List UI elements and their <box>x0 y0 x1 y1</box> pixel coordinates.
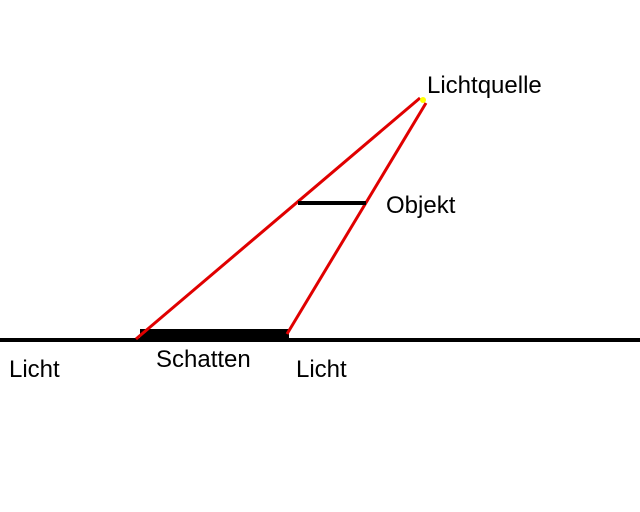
shadow-band <box>140 329 289 340</box>
light-ray-left <box>135 96 421 341</box>
light-ray-right <box>285 102 428 335</box>
light-source-label: Lichtquelle <box>427 72 542 99</box>
object-label: Objekt <box>386 192 456 219</box>
light-left-label: Licht <box>9 356 60 383</box>
light-source-point <box>420 97 426 103</box>
light-right-label: Licht <box>296 356 347 383</box>
shadow-label: Schatten <box>156 346 251 373</box>
